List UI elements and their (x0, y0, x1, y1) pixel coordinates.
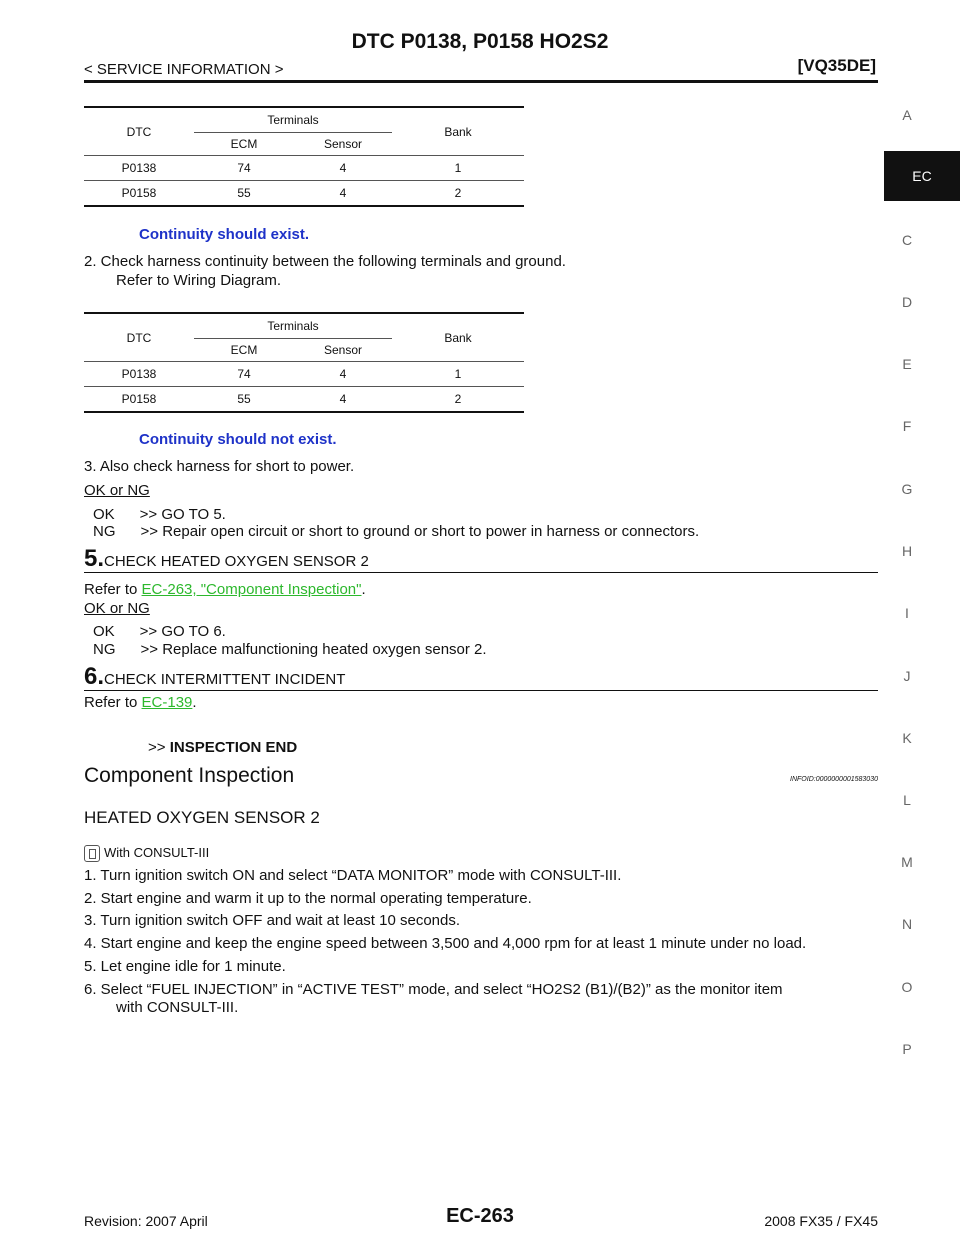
table-header-dtc: DTC (126, 330, 152, 345)
refer-prefix: Refer to (84, 694, 142, 711)
footer-revision: Revision: 2007 April (84, 1213, 208, 1229)
table-cell: 1 (392, 361, 524, 387)
index-letter-i[interactable]: I (905, 605, 909, 621)
table-row: P0138 74 4 1 (84, 155, 524, 181)
table-cell: 74 (194, 155, 294, 181)
table-cell: P0158 (84, 386, 194, 412)
step-6-title: CHECK INTERMITTENT INCIDENT (104, 671, 346, 688)
table-cell: 4 (294, 180, 392, 206)
table-cell: 2 (392, 180, 524, 206)
step-6-heading: 6.CHECK INTERMITTENT INCIDENT (84, 663, 345, 691)
consult-iii-icon (84, 845, 100, 862)
refer-prefix: Refer to (84, 581, 142, 598)
index-letter-o[interactable]: O (901, 979, 913, 995)
index-letter-m[interactable]: M (901, 854, 913, 870)
index-letter-f[interactable]: F (902, 418, 912, 434)
component-inspection-title: Component Inspection (84, 764, 295, 787)
table-cell: 55 (194, 180, 294, 206)
step-5-rule (84, 572, 878, 573)
table-row: P0158 55 4 2 (84, 180, 524, 206)
consult-iii-label: With CONSULT-III (104, 845, 210, 860)
procedure-step-6: 6. Select “FUEL INJECTION” in “ACTIVE TE… (84, 981, 783, 998)
table-cell: 55 (194, 386, 294, 412)
table-cell: 4 (294, 155, 392, 181)
index-letter-k[interactable]: K (902, 730, 912, 746)
table-header-sensor: Sensor (323, 343, 363, 357)
table-header-terminals: Terminals (194, 313, 392, 339)
index-letter-p[interactable]: P (902, 1041, 912, 1057)
step-6-rule (84, 690, 878, 691)
index-tab-ec[interactable]: EC (884, 151, 960, 201)
table-cell: 74 (194, 361, 294, 387)
procedure-step-5: 5. Let engine idle for 1 minute. (84, 958, 286, 975)
step-5-number: 5. (84, 545, 105, 572)
step-3-text: 3. Also check harness for short to power… (84, 458, 355, 475)
table-cell: P0138 (84, 361, 194, 387)
procedure-step-3: 3. Turn ignition switch OFF and wait at … (84, 912, 461, 929)
component-inspection-link[interactable]: EC-263, "Component Inspection" (141, 581, 362, 598)
footer-page-number: EC-263 (446, 1205, 514, 1227)
table-header-bank: Bank (444, 330, 472, 345)
inspection-end: >> INSPECTION END (148, 739, 297, 756)
index-letter-h[interactable]: H (901, 543, 913, 559)
step-2-subtext: Refer to Wiring Diagram. (116, 272, 282, 289)
table-header-bank: Bank (444, 124, 472, 139)
index-letter-d[interactable]: D (901, 294, 913, 310)
table-cell: 4 (294, 386, 392, 412)
table-cell: P0138 (84, 155, 194, 181)
index-letter-l[interactable]: L (903, 792, 911, 808)
step-5-result-ok: OK >> GO TO 6. (93, 623, 226, 640)
step-5-refer: Refer to EC-263, "Component Inspection". (84, 581, 366, 598)
step-2-text: 2. Check harness continuity between the … (84, 253, 566, 270)
table-header-terminals: Terminals (194, 107, 392, 133)
table-row: P0138 74 4 1 (84, 361, 524, 387)
table-header-dtc: DTC (126, 124, 152, 139)
step-6-refer: Refer to EC-139. (84, 694, 197, 711)
procedure-step-4: 4. Start engine and keep the engine spee… (84, 935, 807, 952)
ok-or-ng-label: OK or NG (84, 600, 150, 617)
table-cell: 1 (392, 155, 524, 181)
section-label: < SERVICE INFORMATION > (84, 61, 284, 78)
refer-suffix: . (361, 581, 366, 598)
table-cell: 2 (392, 386, 524, 412)
header-rule (84, 80, 878, 83)
procedure-step-1: 1. Turn ignition switch ON and select “D… (84, 867, 622, 884)
inspection-end-label: INSPECTION END (169, 739, 298, 756)
continuity-note-exist: Continuity should exist. (139, 226, 310, 243)
table-header-ecm: ECM (230, 343, 258, 357)
index-letter-e[interactable]: E (902, 356, 912, 372)
heated-oxygen-sensor-subtitle: HEATED OXYGEN SENSOR 2 (84, 808, 320, 827)
table-cell: 4 (294, 361, 392, 387)
ec-139-link[interactable]: EC-139 (141, 694, 193, 711)
table-cell: P0158 (84, 180, 194, 206)
table-header-ecm: ECM (230, 137, 258, 151)
refer-suffix: . (192, 694, 197, 711)
engine-code: [VQ35DE] (797, 56, 876, 75)
continuity-note-not-exist: Continuity should not exist. (139, 431, 337, 448)
procedure-step-2: 2. Start engine and warm it up to the no… (84, 890, 532, 907)
table-header-sensor: Sensor (323, 137, 363, 151)
result-ok: OK >> GO TO 5. (93, 506, 226, 523)
step-6-number: 6. (84, 663, 105, 690)
index-letter-g[interactable]: G (901, 481, 913, 497)
step-5-result-ng: NG >> Replace malfunctioning heated oxyg… (93, 641, 487, 658)
terminals-table-ground: DTC Terminals Bank ECM Sensor P0138 74 4… (84, 312, 524, 413)
index-letter-a[interactable]: A (902, 107, 912, 123)
procedure-step-6-continuation: with CONSULT-III. (116, 999, 239, 1016)
index-letter-n[interactable]: N (901, 916, 913, 932)
step-5-heading: 5.CHECK HEATED OXYGEN SENSOR 2 (84, 545, 369, 573)
page-title: DTC P0138, P0158 HO2S2 (351, 30, 609, 53)
ok-or-ng-label: OK or NG (84, 482, 150, 499)
index-letter-j[interactable]: J (903, 668, 911, 684)
footer-model: 2008 FX35 / FX45 (764, 1213, 878, 1229)
info-id: INFOID:0000000001583030 (790, 776, 878, 783)
result-ng: NG >> Repair open circuit or short to gr… (93, 523, 700, 540)
index-letter-c[interactable]: C (901, 232, 913, 248)
step-5-title: CHECK HEATED OXYGEN SENSOR 2 (104, 553, 369, 570)
terminals-table-continuity: DTC Terminals Bank ECM Sensor P0138 74 4… (84, 106, 524, 207)
table-row: P0158 55 4 2 (84, 386, 524, 412)
inspection-end-arrow: >> (148, 739, 166, 756)
